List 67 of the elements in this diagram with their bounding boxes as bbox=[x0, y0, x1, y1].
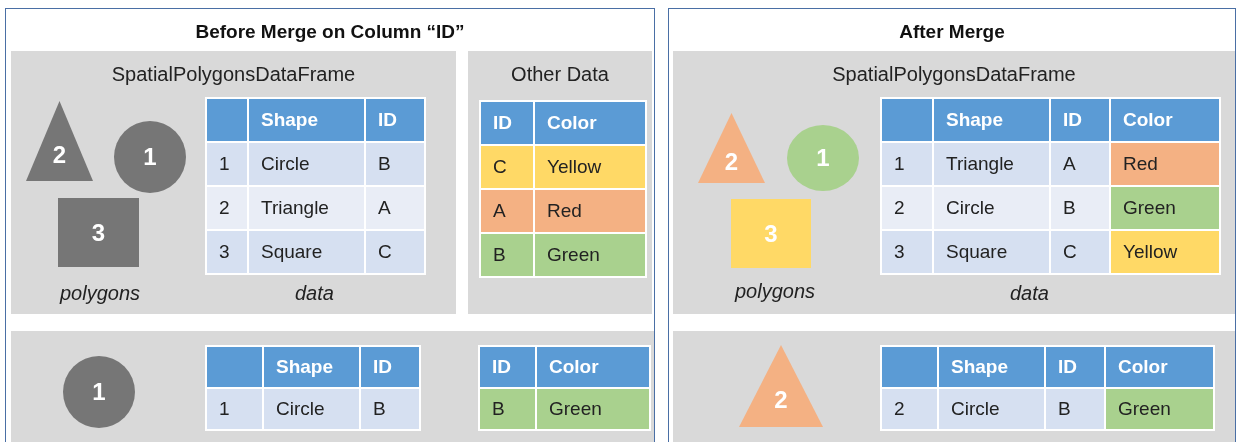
header-cell: Shape bbox=[264, 347, 359, 387]
table-cell: B bbox=[481, 234, 533, 276]
panel-title: After Merge bbox=[898, 21, 1006, 43]
header-cell: Shape bbox=[934, 99, 1049, 141]
header-cell: ID bbox=[1046, 347, 1104, 387]
header-cell: ID bbox=[366, 99, 424, 141]
panel-title: Before Merge on Column “ID” bbox=[194, 21, 466, 43]
table-cell: A bbox=[1051, 143, 1109, 185]
table-cell: A bbox=[481, 190, 533, 232]
table-cell: Yellow bbox=[1111, 231, 1219, 273]
table-cell: 1 bbox=[207, 143, 247, 185]
circle-shape: 1 bbox=[114, 121, 186, 193]
table-cell: B bbox=[1046, 389, 1104, 429]
table-cell: B bbox=[361, 389, 419, 429]
table-cell: Green bbox=[537, 389, 649, 429]
header-cell: ID bbox=[1051, 99, 1109, 141]
table-cell: B bbox=[1051, 187, 1109, 229]
header-cell: Color bbox=[535, 102, 645, 144]
table-cell: Green bbox=[535, 234, 645, 276]
table-cell: 2 bbox=[882, 389, 937, 429]
table-cell: Green bbox=[1106, 389, 1213, 429]
table-cell: Red bbox=[1111, 143, 1219, 185]
table-cell: Red bbox=[535, 190, 645, 232]
triangle-shape: 2 bbox=[739, 345, 823, 427]
header-cell: Shape bbox=[249, 99, 364, 141]
table-cell: C bbox=[1051, 231, 1109, 273]
table-cell: Square bbox=[934, 231, 1049, 273]
table-cell: B bbox=[480, 389, 535, 429]
header-cell: ID bbox=[361, 347, 419, 387]
circle-shape: 1 bbox=[63, 356, 135, 428]
square-shape: 3 bbox=[58, 198, 139, 267]
circle-shape: 1 bbox=[787, 125, 859, 191]
section-title: SpatialPolygonsDataFrame bbox=[110, 63, 357, 86]
header-cell: ID bbox=[480, 347, 535, 387]
table-cell: Circle bbox=[264, 389, 359, 429]
table-cell: Circle bbox=[249, 143, 364, 185]
table-cell: Circle bbox=[934, 187, 1049, 229]
table-cell: Circle bbox=[939, 389, 1044, 429]
table-cell: 3 bbox=[207, 231, 247, 273]
caption-text: data bbox=[1010, 282, 1049, 305]
header-cell: Color bbox=[1106, 347, 1213, 387]
table-cell: A bbox=[366, 187, 424, 229]
triangle-shape: 2 bbox=[698, 113, 765, 183]
table-cell: Square bbox=[249, 231, 364, 273]
table-cell: 2 bbox=[882, 187, 932, 229]
table-cell: 1 bbox=[882, 143, 932, 185]
table-cell: 2 bbox=[207, 187, 247, 229]
table-cell: Triangle bbox=[934, 143, 1049, 185]
table-cell: Green bbox=[1111, 187, 1219, 229]
square-shape: 3 bbox=[731, 199, 811, 268]
header-cell: Color bbox=[537, 347, 649, 387]
table-cell: Triangle bbox=[249, 187, 364, 229]
section-title: Other Data bbox=[510, 63, 610, 86]
caption-text: data bbox=[295, 282, 334, 305]
table-cell: 1 bbox=[207, 389, 262, 429]
table-cell: Yellow bbox=[535, 146, 645, 188]
table-cell: B bbox=[366, 143, 424, 185]
header-cell: ID bbox=[481, 102, 533, 144]
table-cell: 3 bbox=[882, 231, 932, 273]
caption-text: polygons bbox=[60, 282, 141, 305]
triangle-shape: 2 bbox=[26, 101, 93, 181]
table-cell: C bbox=[366, 231, 424, 273]
header-cell: Color bbox=[1111, 99, 1219, 141]
table-cell: C bbox=[481, 146, 533, 188]
section-title: SpatialPolygonsDataFrame bbox=[831, 63, 1077, 86]
header-cell: Shape bbox=[939, 347, 1044, 387]
caption-text: polygons bbox=[735, 280, 816, 303]
